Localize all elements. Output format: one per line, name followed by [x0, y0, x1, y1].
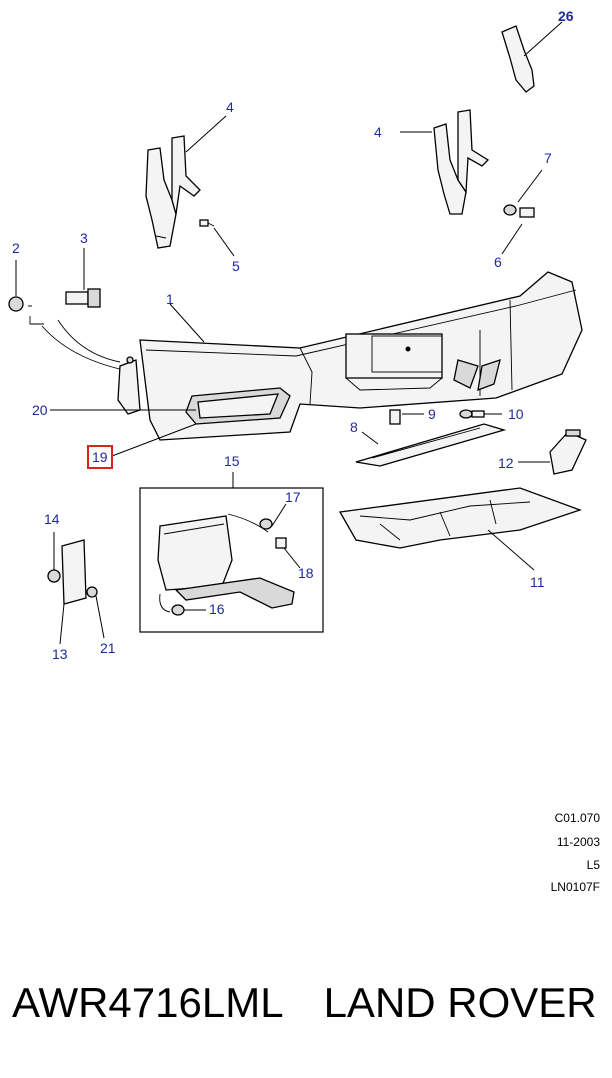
part-5-screw	[199, 219, 235, 257]
part-6-7-nut-bolt	[501, 169, 543, 255]
footer-caption: AWR4716LML LAND ROVER	[0, 968, 612, 1038]
callout-4-right[interactable]: 4	[374, 124, 382, 140]
part-11-undertray	[338, 487, 582, 571]
callout-7[interactable]: 7	[544, 150, 552, 166]
callout-14[interactable]: 14	[44, 511, 60, 527]
part-9-10-clip-screw	[389, 409, 502, 425]
part-2-3-fixings	[8, 248, 125, 371]
brand-name: LAND ROVER	[323, 979, 597, 1026]
part-number: AWR4716LML	[12, 979, 284, 1026]
reference-date: 11-2003	[556, 835, 600, 849]
part-4-bracket-left	[145, 115, 227, 249]
callout-19[interactable]: 19	[92, 449, 108, 465]
part-8-trim-panel	[355, 423, 507, 467]
callout-20[interactable]: 20	[32, 402, 48, 418]
callout-15[interactable]: 15	[224, 453, 240, 469]
callout-21[interactable]: 21	[100, 640, 116, 656]
callout-12[interactable]: 12	[498, 455, 514, 471]
callout-17[interactable]: 17	[285, 489, 301, 505]
part-20-reflector	[50, 387, 291, 457]
callout-10[interactable]: 10	[508, 406, 524, 422]
callout-5[interactable]: 5	[232, 258, 240, 274]
reference-code: C01.070	[554, 811, 600, 825]
callout-8[interactable]: 8	[350, 419, 358, 435]
highlight-box	[87, 445, 113, 469]
part-15-inset	[139, 472, 324, 633]
part-4-bracket-right	[400, 109, 490, 215]
callout-4-left[interactable]: 4	[226, 99, 234, 115]
part-26-trim	[501, 21, 563, 93]
callout-1[interactable]: 1	[166, 291, 174, 307]
callout-26[interactable]: 26	[558, 8, 574, 24]
callout-9[interactable]: 9	[428, 406, 436, 422]
callout-19-highlighted[interactable]: 19	[87, 445, 113, 469]
parts-diagram: 26 4 4 7 2 3 5 6 1 20 9 10 8 12 15 17 14…	[8, 8, 587, 662]
callout-6[interactable]: 6	[494, 254, 502, 270]
callout-13[interactable]: 13	[52, 646, 68, 662]
callout-11[interactable]: 11	[530, 574, 545, 590]
reference-level: L5	[586, 858, 600, 872]
part-12-cover	[518, 429, 587, 475]
callout-18[interactable]: 18	[298, 565, 314, 581]
callout-16[interactable]: 16	[209, 601, 225, 617]
part-13-14-21-plate	[47, 532, 105, 645]
callout-2[interactable]: 2	[12, 240, 20, 256]
illustration-id: LN0107F	[550, 880, 600, 894]
callout-3[interactable]: 3	[80, 230, 88, 246]
